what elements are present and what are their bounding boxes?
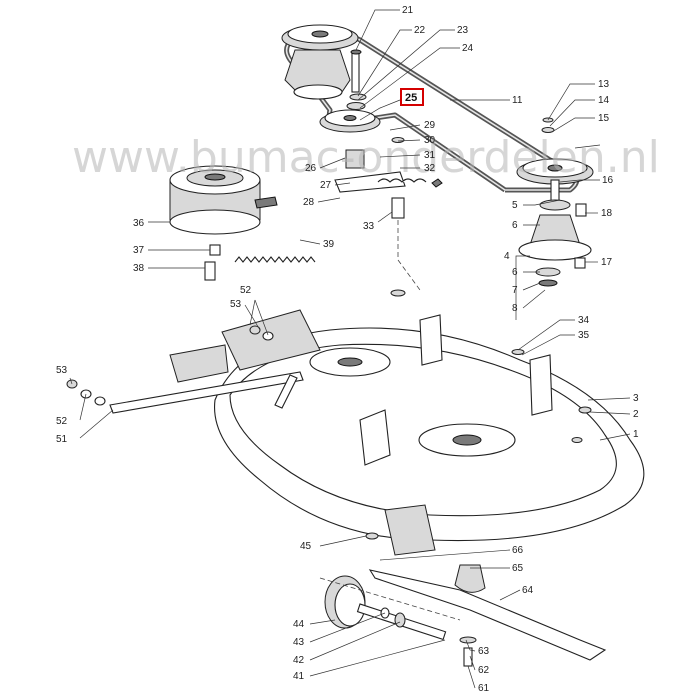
label-part-62: 62 <box>478 665 490 676</box>
label-part-52a: 52 <box>56 416 68 427</box>
label-part-23: 23 <box>457 25 469 36</box>
leader-lines <box>69 9 631 689</box>
label-part-25: 25 <box>405 92 417 104</box>
label-part-29: 29 <box>424 120 436 131</box>
label-part-4: 4 <box>504 251 510 262</box>
label-part-42: 42 <box>293 655 305 666</box>
label-part-15: 15 <box>598 113 610 124</box>
label-part-63: 63 <box>478 646 490 657</box>
label-part-41: 41 <box>293 671 305 682</box>
label-part-7: 7 <box>512 285 518 296</box>
cutting-blade-assembly <box>319 564 607 667</box>
label-part-17: 17 <box>601 257 613 268</box>
label-part-6b: 6 <box>512 267 518 278</box>
label-part-32: 32 <box>424 163 436 174</box>
highlight-box-part-25 <box>400 88 424 106</box>
part-number-labels: 21 22 23 24 25 11 13 14 15 16 5 6 4 6 7 … <box>56 5 639 694</box>
label-part-35: 35 <box>578 330 590 341</box>
label-part-65: 65 <box>512 563 524 574</box>
label-part-28: 28 <box>303 197 315 208</box>
label-part-8: 8 <box>512 303 518 314</box>
label-part-33: 33 <box>363 221 375 232</box>
label-part-3: 3 <box>633 393 639 404</box>
label-part-13: 13 <box>598 79 610 90</box>
anti-scalp-wheel-assembly <box>324 575 447 641</box>
label-part-22: 22 <box>414 25 426 36</box>
label-part-14: 14 <box>598 95 610 106</box>
label-part-64: 64 <box>522 585 534 596</box>
label-part-44: 44 <box>293 619 305 630</box>
label-part-34: 34 <box>578 315 590 326</box>
label-part-26: 26 <box>305 163 317 174</box>
top-pulley-assembly <box>281 24 367 110</box>
label-part-51: 51 <box>56 434 68 445</box>
label-part-21: 21 <box>402 5 414 16</box>
lift-link-rod <box>66 325 304 414</box>
label-part-11: 11 <box>512 95 523 106</box>
label-part-1: 1 <box>633 429 639 440</box>
label-part-66: 66 <box>512 545 524 556</box>
label-part-30: 30 <box>424 135 436 146</box>
label-part-39: 39 <box>323 239 335 250</box>
label-part-61: 61 <box>478 683 490 694</box>
label-part-24: 24 <box>462 43 474 54</box>
label-part-38: 38 <box>133 263 145 274</box>
label-part-5: 5 <box>512 200 518 211</box>
label-part-36: 36 <box>133 218 145 229</box>
label-part-16: 16 <box>602 175 614 186</box>
watermark-text: www.bumac-onderdelen.nl <box>72 132 660 183</box>
label-part-31: 31 <box>424 150 436 161</box>
label-part-37: 37 <box>133 245 145 256</box>
electric-clutch-assembly <box>169 165 316 281</box>
right-spindle-assembly <box>516 117 594 287</box>
mower-deck-housing <box>169 289 645 556</box>
tensioner-arm-assembly <box>334 137 443 291</box>
label-part-2: 2 <box>633 409 639 420</box>
label-part-53b: 53 <box>230 299 242 310</box>
label-part-27: 27 <box>320 180 332 191</box>
label-part-18: 18 <box>601 208 613 219</box>
label-part-43: 43 <box>293 637 305 648</box>
label-part-45: 45 <box>300 541 312 552</box>
label-part-52b: 52 <box>240 285 252 296</box>
label-part-6a: 6 <box>512 220 518 231</box>
label-part-53a: 53 <box>56 365 68 376</box>
